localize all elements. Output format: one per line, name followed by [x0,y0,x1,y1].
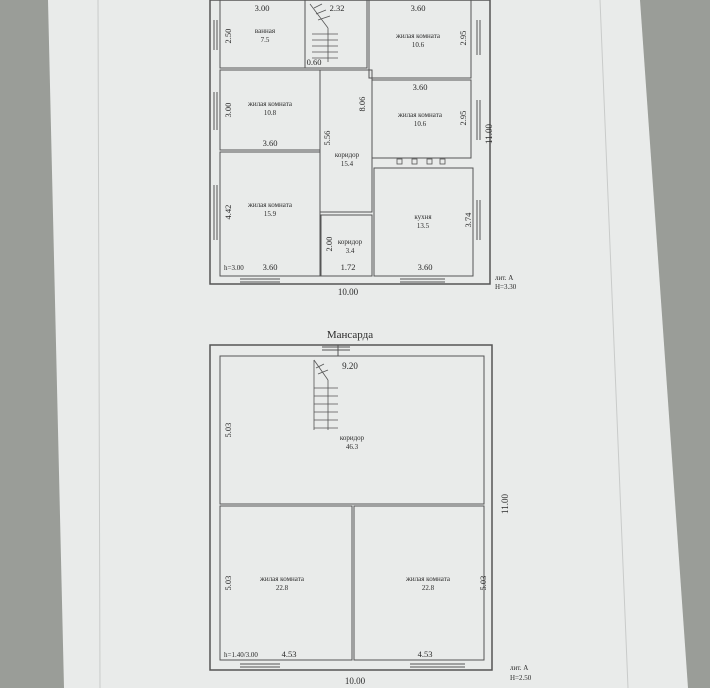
dim-attic-top-w: 9.20 [342,361,358,371]
room-attic-living-r [353,505,485,661]
living-tr-name: жилая комната [395,32,441,40]
room-corridor-main [319,69,373,213]
dim-corr-small-h: 2.00 [324,237,334,252]
floor1-vents [396,158,446,165]
floor1-outer-wall [209,0,491,285]
dim-tr-h: 2.95 [458,31,468,46]
living-tr-area: 10.6 [412,41,425,49]
kitchen-name: кухня [414,213,432,221]
dim-stair-gap: 0.60 [307,57,322,67]
living-bl-name: жилая комната [247,201,293,209]
attic-height-note: h=1.40/3.00 [224,651,258,659]
dim-bath-h: 2.50 [223,29,233,44]
attic-living-r-name: жилая комната [405,575,451,583]
frame-line-right [599,0,629,688]
dim-attic-l-h: 5.03 [223,576,233,591]
floor1-height-note: h=3.00 [224,264,244,272]
corridor-main-name: коридор [335,151,360,159]
dim-attic-r-w: 4.53 [418,649,433,659]
attic-title: Мансарда [327,329,373,341]
attic-plan [209,344,493,671]
corridor-small-name: коридор [338,238,363,246]
dim-corr-h: 5.56 [322,131,332,146]
dim-bl-w: 3.60 [263,262,278,272]
dim-mr-h: 2.95 [458,111,468,126]
attic-outer-wall [209,344,493,671]
dim-kitchen-h: 3.74 [463,212,473,228]
dim-ml-h: 3.00 [223,103,233,118]
corridor-main-area: 15.4 [341,160,354,168]
attic-stairs [313,359,338,430]
room-living-tr [368,0,472,79]
dim-corr-small-w: 1.72 [341,262,356,272]
dim-overall-h: 11.00 [484,124,494,144]
dim-stair-w: 2.32 [330,3,345,13]
paper-sheet [48,0,688,688]
dim-attic-l-w: 4.53 [282,649,297,659]
living-mr-name: жилая комната [397,111,443,119]
kitchen-area: 13.5 [417,222,430,230]
dim-attic-overall-h: 11.00 [500,494,510,514]
dim-attic-corr-h: 5.03 [223,423,233,438]
dim-attic-overall-w: 10.00 [345,676,366,686]
dim-corridor-len: 8.06 [357,97,367,112]
dim-tr-w: 3.60 [411,3,426,13]
room-attic-living-l [219,505,353,661]
room-attic-corridor [219,355,485,505]
dim-overall-w: 10.00 [338,287,359,297]
attic-lit: лит. А [510,664,528,672]
living-ml-area: 10.8 [264,109,277,117]
attic-living-l-name: жилая комната [259,575,305,583]
attic-living-l-area: 22.8 [276,584,289,592]
floor1-H: H=3.30 [495,283,517,291]
attic-windows [240,346,465,668]
floor1-lit: лит. А [495,274,513,282]
stair-well [304,0,368,69]
dim-bl-h: 4.42 [223,205,233,220]
attic-corridor-area: 46.3 [346,443,359,451]
room-corridor-small [320,214,373,277]
attic-living-r-area: 22.8 [422,584,435,592]
dim-mr-w: 3.60 [413,82,428,92]
room-kitchen [373,167,474,277]
dim-attic-r-h: 5.03 [478,576,488,591]
frame-line-left [97,0,101,688]
living-ml-name: жилая комната [247,100,293,108]
bath-name: ванная [255,27,276,35]
living-bl-area: 15.9 [264,210,277,218]
room-living-bl [219,151,321,277]
floor1-plan [209,0,491,285]
living-mr-area: 10.6 [414,120,427,128]
attic-H: H=2.50 [510,674,532,682]
floor1-stairs [309,3,338,62]
attic-corridor-name: коридор [340,434,365,442]
dim-bath-w: 3.00 [255,3,270,13]
floor1-windows [213,20,481,283]
dim-ml-w: 3.60 [263,138,278,148]
corridor-small-area: 3.4 [346,247,355,255]
dim-kitchen-w: 3.60 [418,262,433,272]
bath-area: 7.5 [261,36,270,44]
